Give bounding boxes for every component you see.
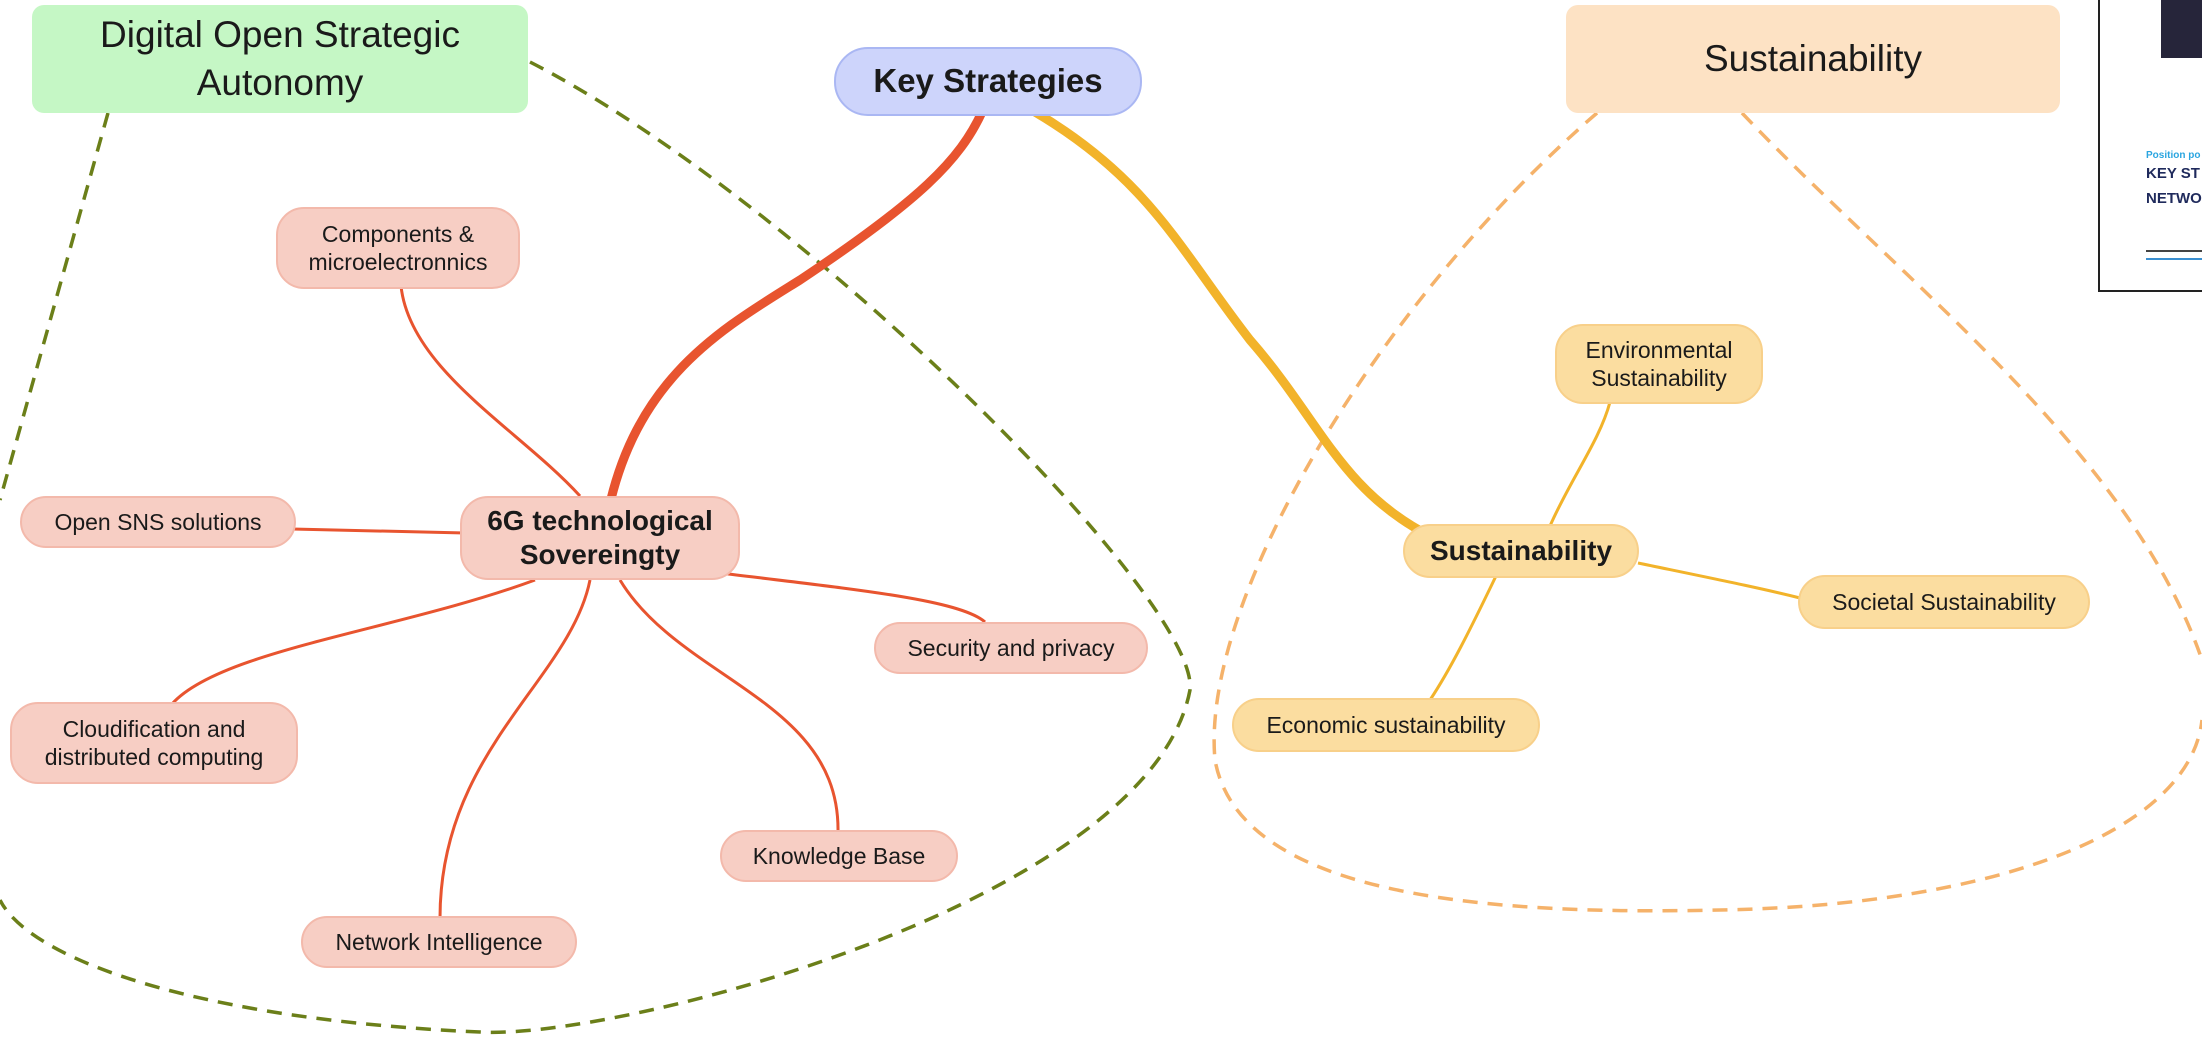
root-to-sovereignty-edge [600, 107, 987, 533]
document-footer-line [2146, 250, 2202, 252]
edge-environmental [1548, 401, 1612, 527]
node-open-sns-solutions[interactable]: Open SNS solutions [20, 496, 296, 548]
edge-open-sns [291, 527, 466, 535]
root-node-key-strategies[interactable]: Key Strategies [834, 47, 1142, 116]
region-label-digital-open-strategic-autonomy: Digital Open Strategic Autonomy [32, 5, 528, 113]
document-title-line-1: KEY ST [2146, 165, 2200, 182]
branch-node-sustainability[interactable]: Sustainability [1403, 524, 1639, 578]
document-kicker: Position po [2146, 150, 2201, 161]
right-region-outline [1212, 111, 2202, 913]
node-societal-sustainability[interactable]: Societal Sustainability [1798, 575, 2090, 629]
region-label-sustainability: Sustainability [1566, 5, 2060, 113]
edge-security [719, 571, 986, 624]
branch-node-6g-technological-sovereignty[interactable]: 6G technological Sovereingty [460, 496, 740, 580]
node-economic-sustainability[interactable]: Economic sustainability [1232, 698, 1540, 752]
node-security-and-privacy[interactable]: Security and privacy [874, 622, 1148, 674]
edge-components [399, 285, 582, 498]
edge-cloudification [170, 578, 536, 705]
document-cover-block [2161, 0, 2202, 58]
edge-societal [1637, 561, 1801, 600]
node-cloudification-distributed-computing[interactable]: Cloudification and distributed computing [10, 702, 298, 784]
node-environmental-sustainability[interactable]: Environmental Sustainability [1555, 324, 1763, 404]
document-footer-line [2146, 258, 2202, 260]
edge-network-intelligence [438, 579, 592, 919]
root-to-sustainability-edge [1030, 107, 1435, 541]
left-region-outline [0, 60, 1192, 1035]
node-knowledge-base[interactable]: Knowledge Base [720, 830, 958, 882]
edge-knowledge-base [618, 579, 840, 833]
node-network-intelligence[interactable]: Network Intelligence [301, 916, 577, 968]
document-thumbnail: Position po KEY ST NETWO [2098, 0, 2202, 292]
edge-economic [1428, 575, 1498, 701]
document-title-line-2: NETWO [2146, 190, 2202, 207]
node-components-microelectronics[interactable]: Components & microelectronnics [276, 207, 520, 289]
